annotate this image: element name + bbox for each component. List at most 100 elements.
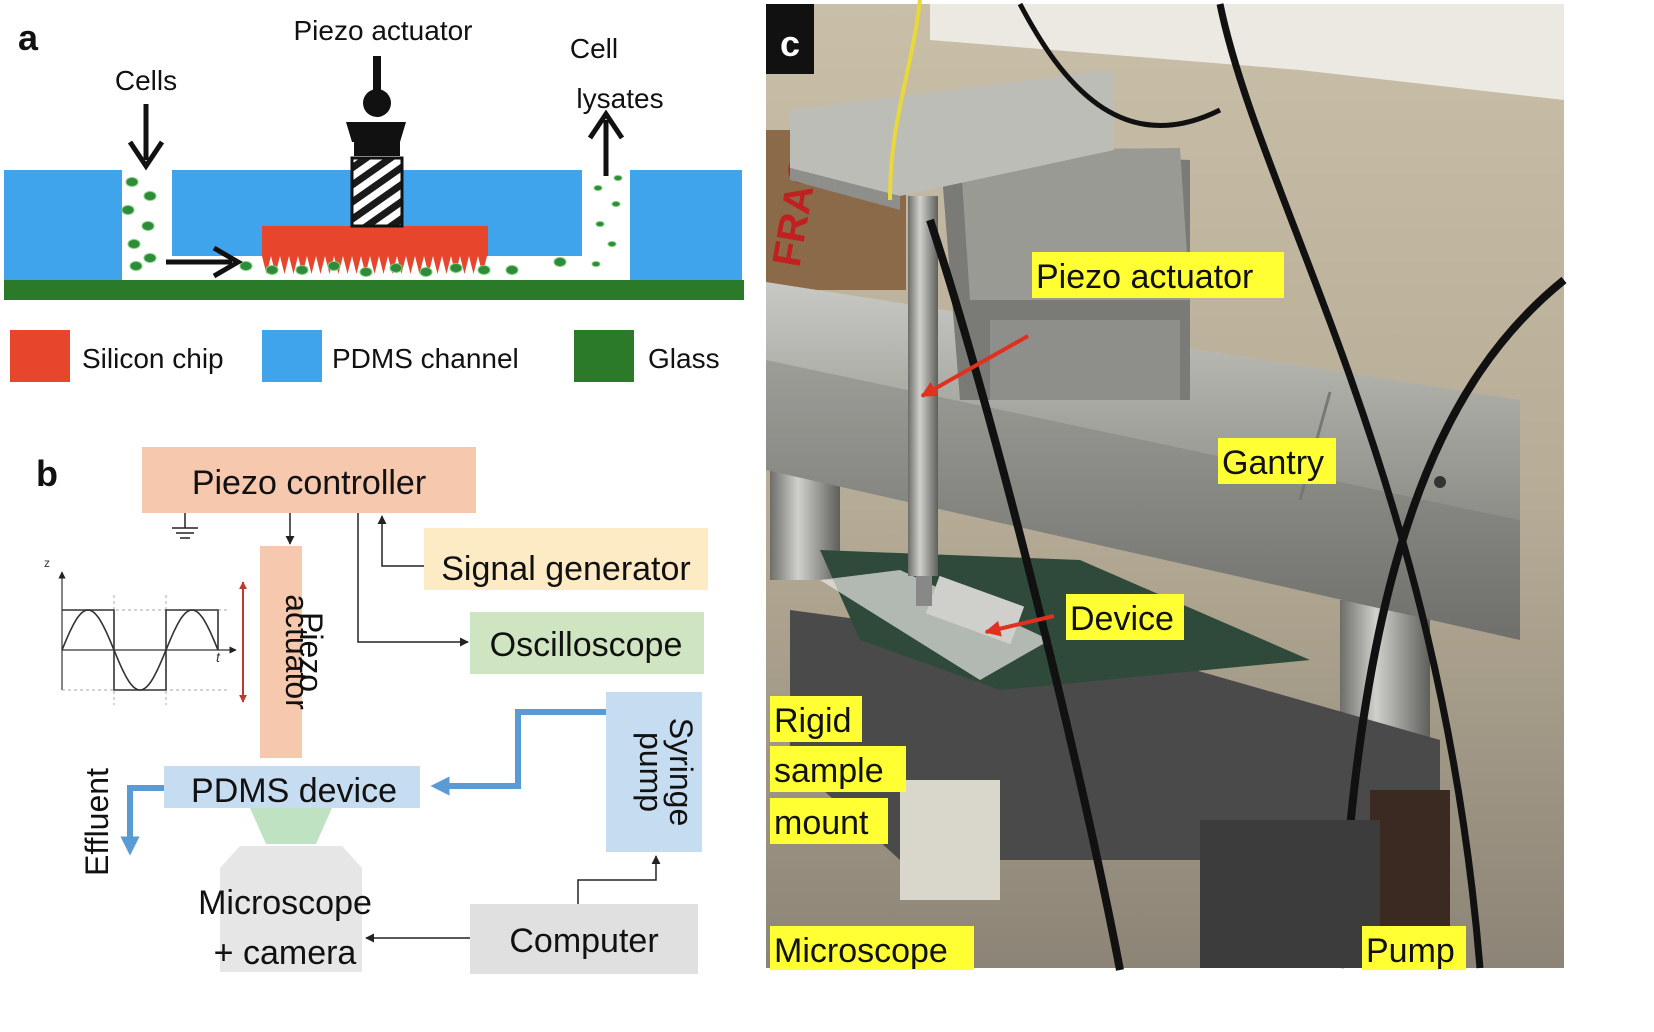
label-bg-piezo [1032, 252, 1284, 298]
inflow-arrow-head [127, 140, 165, 171]
pdms-device-label: PDMS device [191, 772, 397, 810]
photo-label-piezo-actuator: Piezo actuator [1036, 258, 1253, 296]
oscilloscope-label: Oscilloscope [490, 626, 683, 664]
effluent-label: Effluent [79, 768, 115, 876]
cell-particle [477, 265, 491, 275]
cell-particle [389, 263, 403, 273]
cell-particle [121, 205, 135, 215]
panel-b: b Piezo controller Piezo actuator z t [36, 447, 708, 974]
photo-label-rigid-3: mount [774, 804, 869, 842]
photo-label-rigid-2: sample [774, 752, 884, 790]
cell-particle [591, 261, 601, 267]
arrow-to-device [984, 614, 1055, 637]
cell-particle [607, 241, 617, 247]
cell-particle [143, 253, 157, 263]
actuator-mount-arm [790, 70, 1114, 196]
pdms-device-box [164, 766, 420, 808]
legend-swatch-pdms [262, 330, 322, 382]
syringe-pump-label-2: pump [633, 732, 669, 812]
signal-generator-box [424, 528, 708, 590]
photo-label-microscope: Microscope [774, 932, 948, 970]
cell-particle [613, 175, 623, 181]
pdms-block-right [630, 170, 742, 280]
label-bg-gantry [1218, 438, 1336, 484]
panel-c-letter-bg [766, 4, 814, 74]
cell-particle [141, 221, 155, 231]
panel-b-letter: b [36, 453, 58, 494]
label-bg-rigid [770, 696, 862, 742]
cell-particle [265, 265, 279, 275]
photo-label-gantry: Gantry [1222, 444, 1324, 482]
cell-particle [239, 261, 253, 271]
piezo-actuator-label-2: actuator [279, 594, 315, 710]
label-bg-pump [1362, 926, 1466, 970]
label-cell-lysates-2: lysates [576, 83, 663, 114]
photo-label-device: Device [1070, 600, 1174, 638]
computer-box [470, 904, 698, 974]
square-wave [62, 609, 219, 691]
waveform-plot: z t [44, 556, 237, 705]
piezo-controller-label: Piezo controller [192, 464, 426, 502]
legend-swatch-glass [574, 330, 634, 382]
computer-to-pump-arrow [577, 855, 661, 904]
label-cells: Cells [115, 65, 177, 96]
label-piezo-actuator: Piezo actuator [294, 15, 473, 46]
label-bg-microscope [770, 926, 974, 970]
cell-particle [295, 265, 309, 275]
piezo-actuator-label-1: Piezo [293, 612, 329, 692]
computer-label: Computer [509, 922, 658, 960]
photo-label-pump: Pump [1366, 932, 1455, 970]
legend-label-pdms: PDMS channel [332, 343, 519, 374]
piezo-rod [908, 196, 938, 576]
cell-particle [595, 221, 605, 227]
ground-symbol [172, 513, 198, 539]
piezo-actuator-box [260, 546, 302, 758]
cell-particle [449, 263, 463, 273]
cell-particle [125, 177, 139, 187]
pump-to-device-flow [430, 709, 606, 796]
gantry-front [766, 360, 1520, 640]
glass-slide [4, 280, 744, 300]
cell-particle [505, 265, 519, 275]
piezo-actuator-head [346, 56, 406, 228]
label-bg-device [1066, 594, 1184, 640]
photo-label-rigid-1: Rigid [774, 702, 851, 740]
cell-particle [359, 267, 373, 277]
sine-wave [61, 609, 219, 691]
cell-particle [419, 267, 433, 277]
syringe-pump-label-1: Syringe [663, 718, 699, 827]
cell-particle [593, 185, 603, 191]
syringe-pump-box [606, 692, 702, 852]
pdms-block-left [4, 170, 122, 280]
panel-a: a Cells Piezo actuator Cell [4, 15, 744, 382]
cell-particle [143, 191, 157, 201]
waveform-z-label: z [44, 556, 50, 570]
legend-label-silicon: Silicon chip [82, 343, 224, 374]
device-chip [820, 570, 1050, 680]
cell-particles [121, 175, 623, 277]
cell-particle [127, 239, 141, 249]
legend: Silicon chip PDMS channel Glass [10, 330, 720, 382]
effluent-flow [120, 785, 164, 856]
oscilloscope-box [470, 612, 704, 674]
generator-to-controller-arrow [377, 515, 424, 567]
label-bg-sample [770, 746, 906, 792]
microscope-label-2: + camera [214, 934, 357, 972]
label-bg-mount [770, 798, 888, 844]
waveform-t-label: t [216, 649, 221, 665]
panel-c-photo: FRAG [765, 0, 1567, 971]
microscope-label-1: Microscope [198, 884, 372, 922]
panel-c-letter: c [780, 23, 800, 64]
cell-particle [129, 261, 143, 271]
signal-generator-label: Signal generator [441, 550, 691, 588]
legend-swatch-silicon [10, 330, 70, 382]
outflow-arrow-head [587, 109, 625, 140]
arrow-to-piezo [920, 334, 1029, 398]
microscope-shape [220, 808, 362, 972]
panel-a-letter: a [18, 17, 39, 58]
cell-particle [553, 257, 567, 267]
label-cell-lysates-1: Cell [570, 33, 618, 64]
flow-arrow-head [212, 245, 243, 279]
silicon-chip [262, 226, 488, 274]
